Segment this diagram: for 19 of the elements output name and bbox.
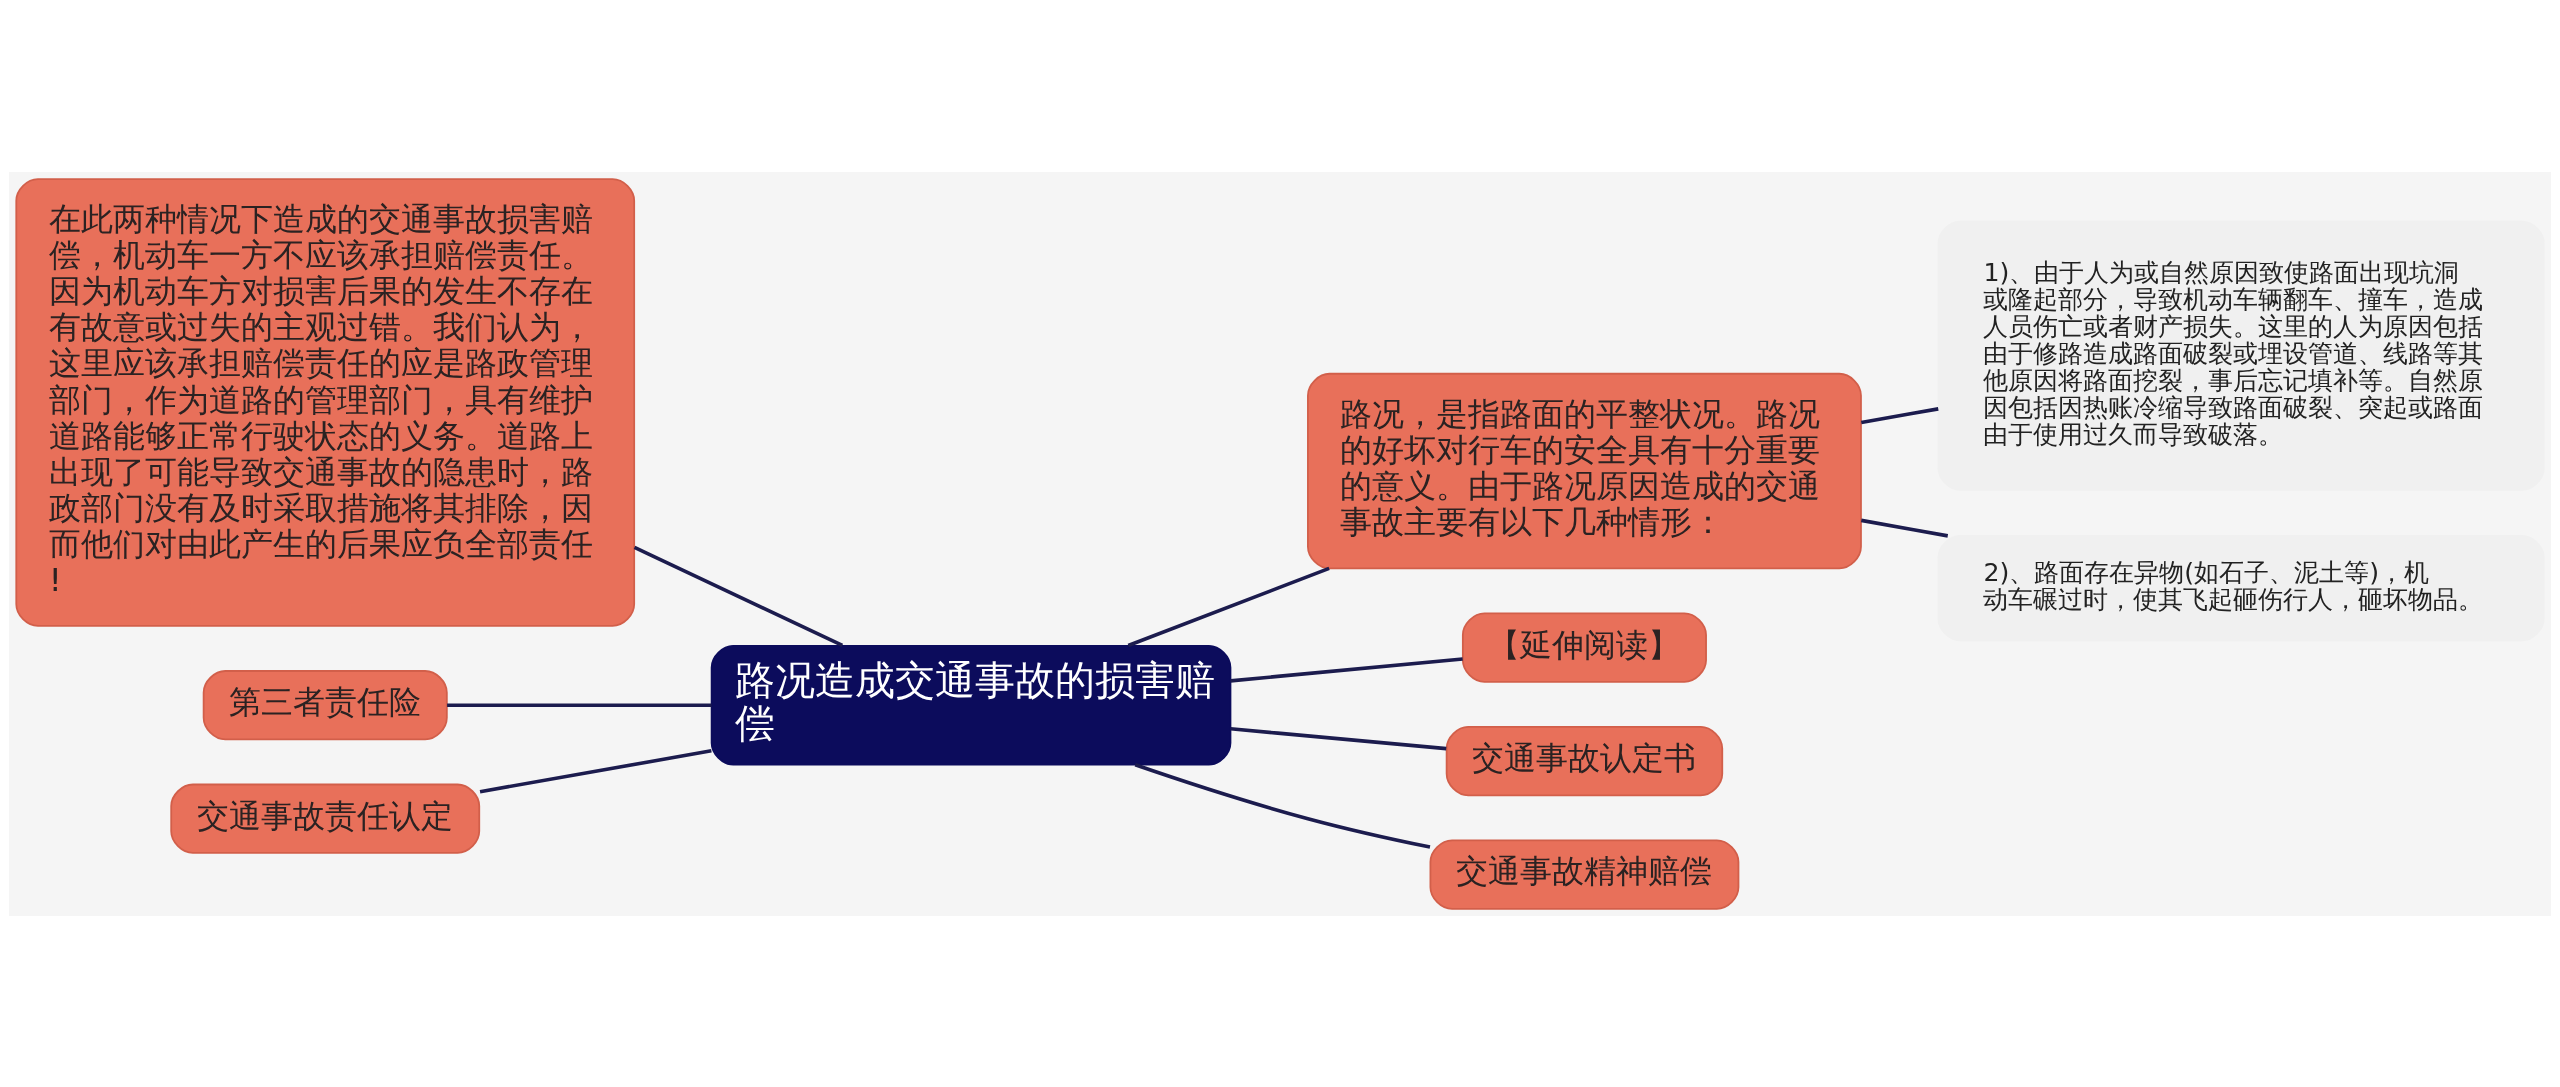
connector — [1230, 726, 1447, 750]
connector — [1860, 518, 1949, 538]
node-box: 交通事故精神赔偿 — [1429, 838, 1740, 910]
node-box: 交通事故责任认定 — [170, 783, 481, 854]
connector — [1860, 406, 1939, 424]
node-box: 第三者责任险 — [202, 669, 448, 740]
connector — [479, 748, 712, 793]
connector — [1127, 566, 1330, 647]
node-box: 交通事故认定书 — [1445, 725, 1724, 796]
node-box: 【延伸阅读】 — [1461, 611, 1707, 683]
node-text: 1)、由于人为或自然原因致使路面出现坑洞或隆起部分，导致机动车辆翻车、撞车，造成人员伤亡或者财产损失。这里的人为原因包括由于修路造成路面破裂或埋设管道、线路等其他原因将路面挖裂，事后忘记填补等。自然原因包括因热账冷缩导致路面破裂、突起或路面由于使用过久而导致破落。 — [1983, 257, 2484, 449]
node-box: 路况造成交通事故的损害赔偿 — [710, 644, 1232, 766]
connector — [447, 702, 712, 707]
connector — [1134, 762, 1431, 849]
connector — [1230, 656, 1463, 683]
node-box: 在此两种情况下造成的交通事故损害赔偿，机动车一方不应该承担赔偿责任。因为机动车方对损害后果的发生不存在有故意或过失的主观过错。我们认为，这里应该承担赔偿责任的应是路政管理部门，作为道路的管理部门，具有维护道路能够正常行驶状态的义务。道路上出现了可能导致交通事故的隐患时，路政部门没有及时采取措施将其排除，因而他们对由此产生的后果应负全部责任! — [15, 177, 636, 627]
connector — [633, 545, 844, 647]
node-text: 2)、路面存在异物(如石子、泥土等)，机动车碾过时，使其飞起砸伤行人，砸坏物品。 — [1983, 557, 2484, 614]
node-box: 路况，是指路面的平整状况。路况的好坏对行车的安全具有十分重要的意义。由于路况原因造成的交通事故主要有以下几种情形： — [1307, 372, 1862, 569]
